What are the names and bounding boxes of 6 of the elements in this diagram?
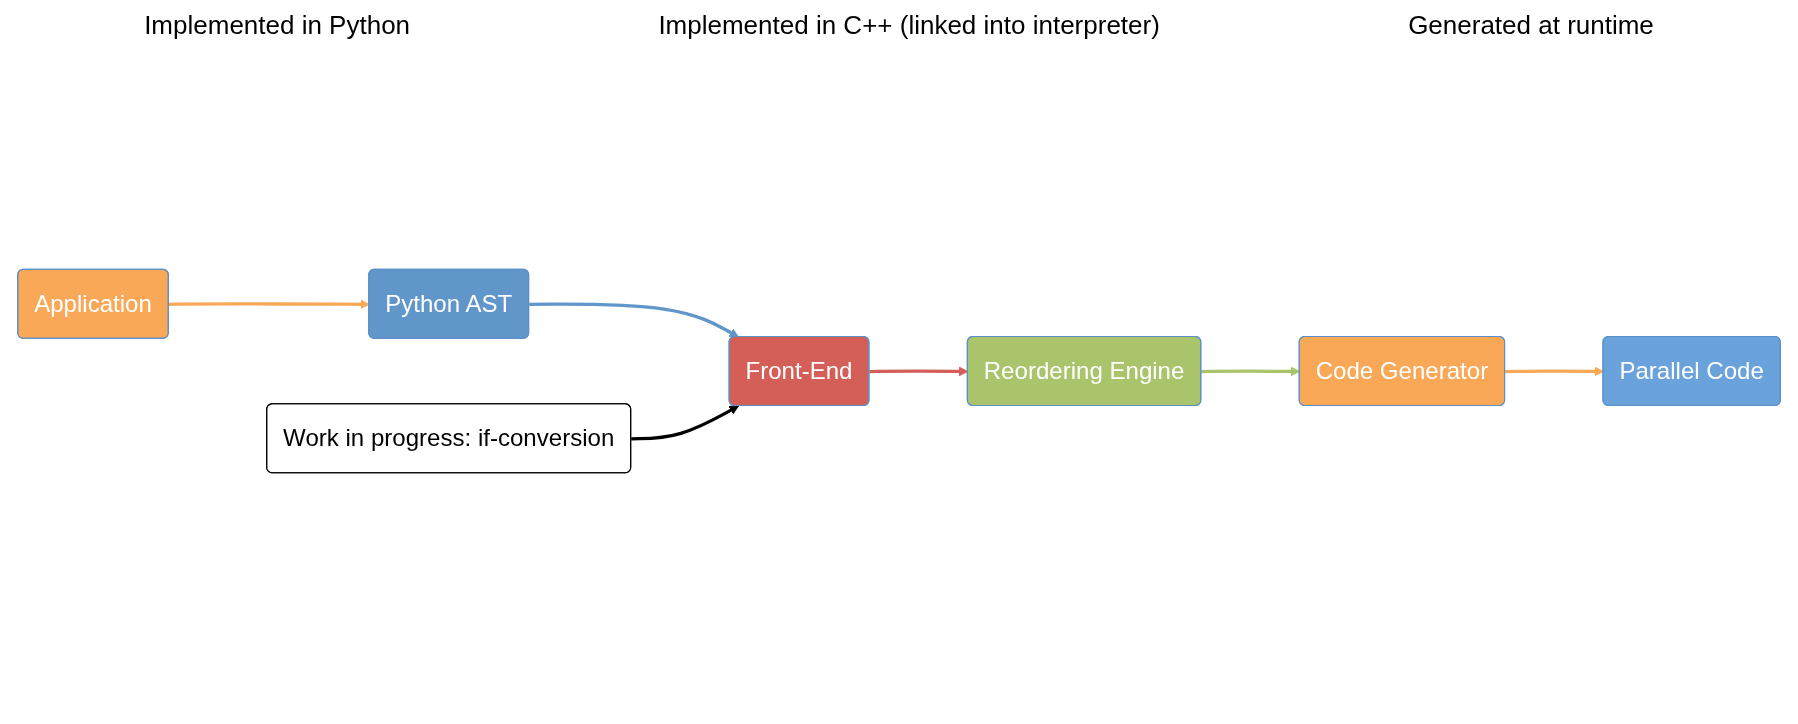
arrow (529, 302, 739, 338)
bracket-label: Implemented in C++ (linked into interpreter) (658, 10, 1160, 41)
bracket-label: Implemented in Python (144, 10, 411, 41)
bracket-label: Generated at runtime (1408, 10, 1654, 41)
arrow (1505, 366, 1604, 377)
arrow (631, 405, 739, 441)
